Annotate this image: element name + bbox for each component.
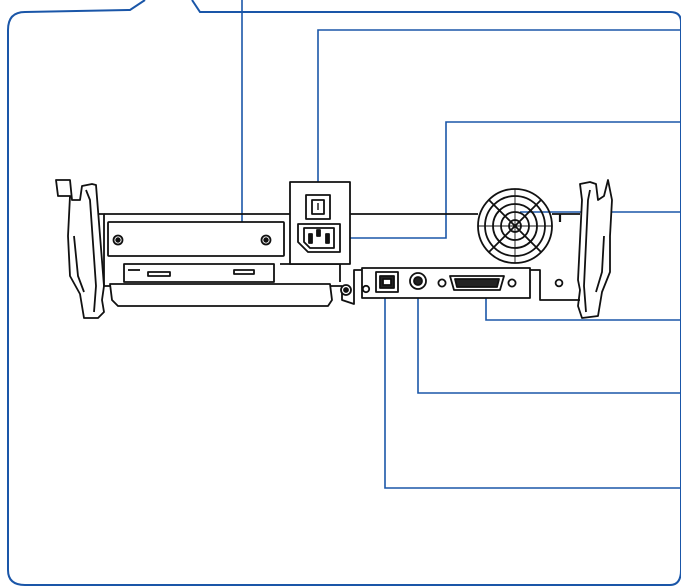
panel-screw (554, 278, 564, 288)
leader-power-switch (317, 29, 681, 205)
leader-small-round-port (417, 282, 681, 394)
usb-port[interactable] (375, 271, 399, 293)
left-handle (55, 179, 105, 319)
right-handle (577, 179, 613, 319)
ac-inlet[interactable] (297, 223, 341, 253)
lower-slots (109, 263, 341, 307)
fan-grille (477, 188, 553, 264)
printer-body (55, 179, 613, 319)
interface-panel (340, 267, 564, 299)
leader-usb-port (384, 282, 681, 489)
rear-wall (98, 213, 580, 305)
leader-ac-inlet (325, 121, 681, 239)
callout-frame (7, 0, 681, 586)
round-port[interactable] (409, 272, 427, 290)
expansion-plate (107, 221, 285, 257)
power-module (289, 181, 351, 265)
parallel-port[interactable] (437, 275, 517, 291)
